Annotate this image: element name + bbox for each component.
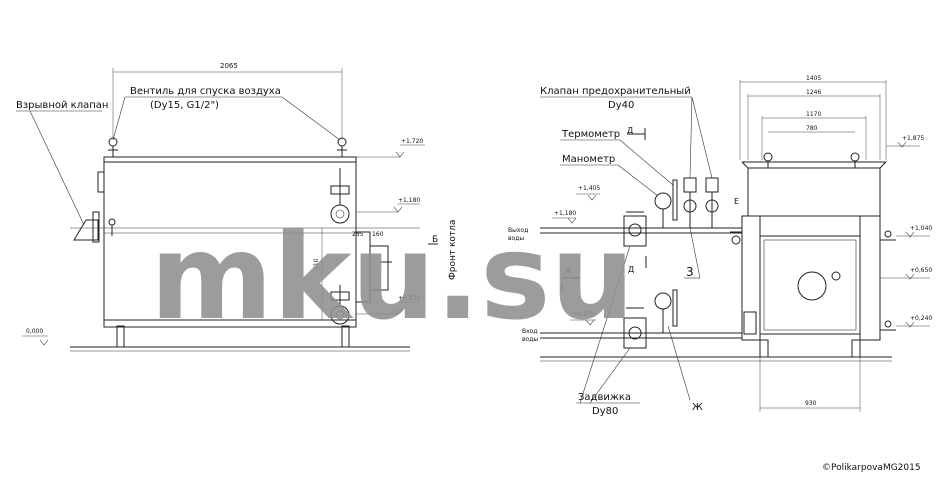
- manometer-upper: [654, 192, 672, 228]
- label-section-Zh: Ж: [692, 402, 703, 413]
- dim-1405: 1405: [806, 75, 821, 82]
- upper-drum: [747, 167, 881, 217]
- leader-thermometer: [619, 139, 674, 186]
- gate-valve-lower: [623, 307, 647, 349]
- label-section-B: Б: [432, 235, 438, 245]
- level-1405: +1,405: [578, 185, 600, 192]
- front-burner-box: [369, 245, 389, 291]
- dim-255: 255: [352, 231, 364, 238]
- side-pillar-left: [741, 215, 761, 341]
- label-section-E: Е: [734, 197, 739, 206]
- leader-gate-1: [579, 245, 631, 404]
- leg-left-1: [116, 325, 125, 348]
- top-valve-1: [763, 152, 773, 168]
- leader-safety-1: [689, 96, 693, 179]
- gate-valve-upper: [623, 211, 647, 247]
- valve-small-mid: [731, 235, 741, 245]
- flange-lower: [330, 285, 350, 325]
- air-vent-valve-right: [337, 137, 347, 157]
- dim-160: 160: [372, 231, 384, 238]
- label-gate-valve-2: Dy80: [592, 406, 618, 417]
- leader-safety-2: [691, 96, 713, 179]
- label-thermometer: Термометр: [561, 129, 620, 140]
- label-safety-valve-2: Dy40: [608, 100, 634, 111]
- dim-930: 930: [805, 400, 817, 407]
- valve-mid-left: [108, 218, 116, 236]
- leader-manometer: [617, 164, 659, 197]
- label-explosion-valve: Взрывной клапан: [16, 100, 108, 111]
- label-section-D-mid: Д: [628, 265, 634, 274]
- burner-port: [797, 271, 827, 301]
- leader-air-vent-1: [112, 96, 126, 141]
- label-manometer: Манометр: [562, 154, 615, 165]
- safety-valve-1: [683, 177, 697, 228]
- level-1180: +1,180: [398, 197, 420, 204]
- label-front: Фронт котла: [448, 220, 458, 280]
- label-section-D-top: Д: [627, 126, 633, 135]
- level-0240: +0,240: [910, 315, 932, 322]
- level-0650: +0,650: [910, 267, 932, 274]
- level-1040: +1,040: [910, 225, 932, 232]
- label-inlet-1: Вход: [522, 328, 538, 335]
- dim-2065: 2065: [220, 62, 238, 70]
- manometer-lower: [654, 292, 672, 333]
- side-pillar-right: [859, 215, 881, 341]
- leader-Zh: [667, 325, 691, 401]
- label-air-vent-1: Вентиль для спуска воздуха: [130, 86, 281, 97]
- level-0270-right: +0,270: [572, 311, 594, 318]
- leader-air-vent-2: [281, 96, 341, 141]
- lower-box: [759, 235, 861, 335]
- leg-left-2: [341, 325, 350, 348]
- label-gate-valve-1: Задвижка: [578, 392, 631, 403]
- valve-right-lower: [880, 320, 896, 331]
- leader-gate-2: [589, 347, 631, 404]
- level-0270: +0,270: [398, 295, 420, 302]
- label-air-vent-2: (Dy15, G1/2"): [150, 100, 219, 111]
- explosion-valve: [73, 171, 105, 243]
- label-num-3: 3: [686, 265, 694, 279]
- thermometer-lower: [672, 289, 678, 327]
- copyright-text: ©PolikarpovaMG2015: [822, 463, 921, 473]
- label-outlet-2: воды: [508, 235, 524, 242]
- level-1720: +1,720: [401, 138, 423, 145]
- level-1875: +1,875: [902, 135, 924, 142]
- thermometer-upper: [672, 179, 678, 221]
- right-view: 1405 1246 1170 780 930 +1,875 +1,040 +0,…: [508, 75, 932, 417]
- leader-explosion-valve: [29, 110, 85, 226]
- leg-right-1: [759, 339, 769, 358]
- leg-right-2: [851, 339, 861, 358]
- label-inlet-2: воды: [522, 336, 538, 343]
- valve-lower-box: [743, 311, 757, 335]
- valve-right-upper: [880, 230, 896, 241]
- level-1180-right: +1,180: [554, 210, 576, 217]
- watermark-text: mku.su: [150, 208, 635, 346]
- label-section-A: А: [565, 267, 572, 277]
- flange-upper: [330, 168, 350, 224]
- dim-780: 780: [806, 125, 818, 132]
- air-vent-valve-left: [108, 137, 118, 157]
- label-safety-valve-1: Клапан предохранительный: [540, 86, 691, 97]
- left-view: 2065 910 255 160 +1,720 +1,180 +0,270 0,…: [16, 62, 458, 352]
- top-valve-2: [850, 152, 860, 168]
- dim-910: 910: [313, 258, 320, 270]
- safety-valve-2: [705, 177, 719, 228]
- leader-3: [689, 227, 701, 279]
- label-outlet-1: Выход: [508, 227, 528, 234]
- level-0000: 0,000: [26, 328, 43, 335]
- dim-1170: 1170: [806, 111, 821, 118]
- dim-1246: 1246: [806, 89, 821, 96]
